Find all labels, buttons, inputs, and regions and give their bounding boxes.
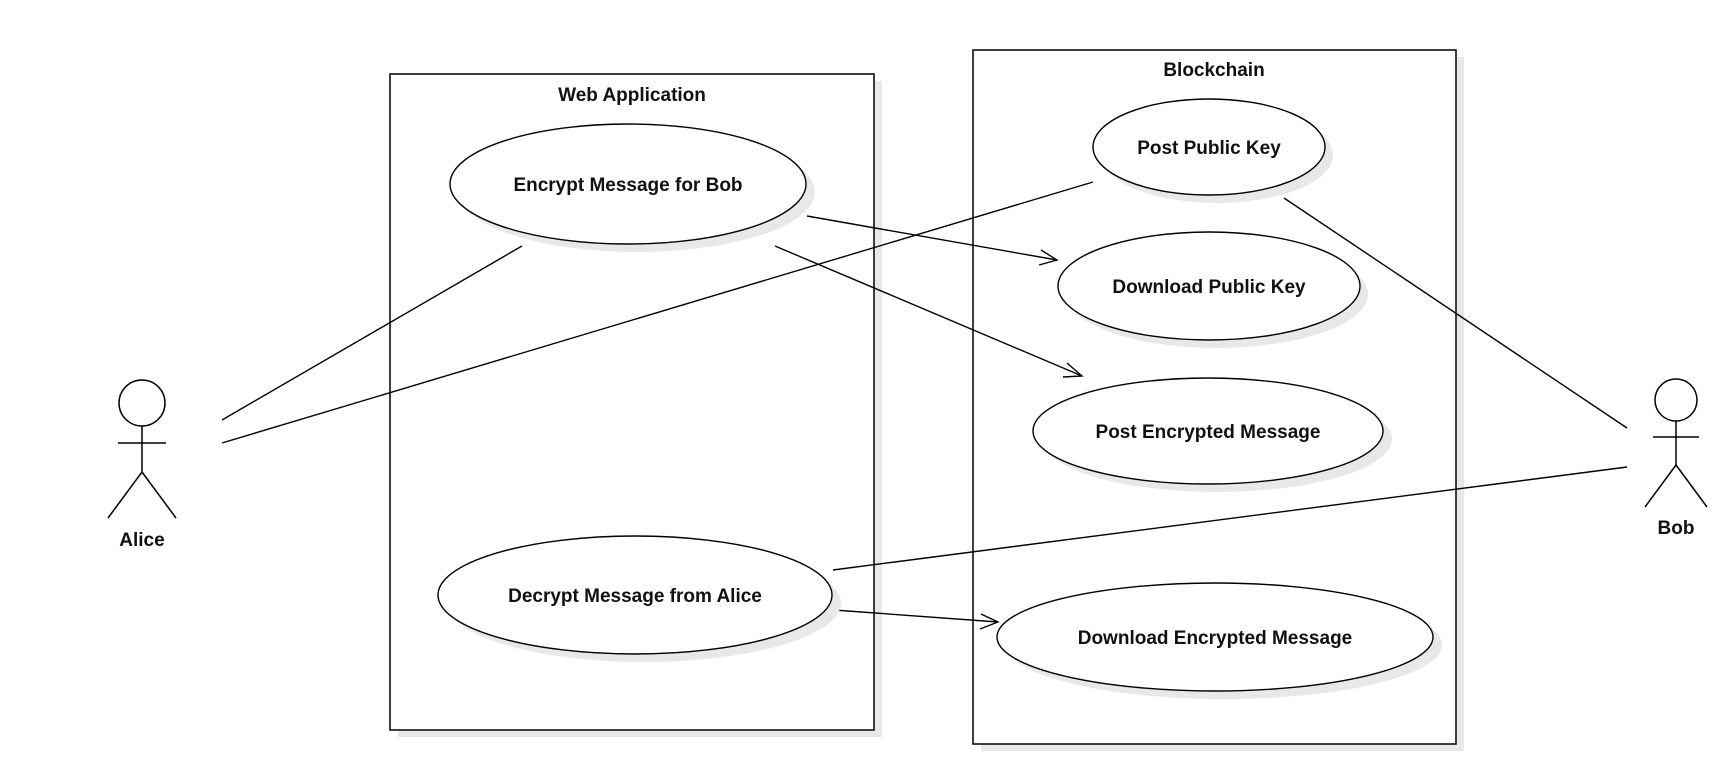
blockchain-title: Blockchain: [1163, 60, 1264, 81]
association-alice-encrypt: [221, 245, 523, 421]
stick-figure-icon: [1644, 378, 1708, 508]
use-case-post-encrypted-message: Post Encrypted Message: [1032, 377, 1392, 492]
use-case-post-public-key: Post Public Key: [1092, 98, 1333, 203]
use-case-encrypt-message: Encrypt Message for Bob: [449, 123, 815, 252]
arrow-encrypt-to-download-key: [806, 215, 1059, 266]
actor-bob-label: Bob: [1658, 518, 1695, 539]
use-case-download-message-label: Download Encrypted Message: [1078, 628, 1353, 649]
actor-alice: Alice: [107, 379, 177, 551]
use-case-decrypt-message: Decrypt Message from Alice: [437, 535, 841, 662]
association-bob-decrypt: [832, 466, 1628, 571]
stick-figure-icon: [107, 379, 177, 519]
arrow-decrypt-to-download-message: [833, 609, 1000, 630]
use-case-post-message-label: Post Encrypted Message: [1096, 422, 1321, 443]
use-case-download-encrypted-message: Download Encrypted Message: [996, 582, 1442, 699]
use-case-decrypt-label: Decrypt Message from Alice: [508, 586, 762, 607]
use-case-download-key-label: Download Public Key: [1112, 277, 1306, 298]
association-bob-post-key: [1283, 197, 1628, 429]
actor-bob: Bob: [1644, 378, 1708, 539]
use-case-post-key-label: Post Public Key: [1137, 138, 1281, 159]
use-case-download-public-key: Download Public Key: [1057, 231, 1368, 348]
actor-alice-label: Alice: [119, 530, 164, 551]
arrow-encrypt-to-post-message: [774, 245, 1084, 378]
use-case-encrypt-label: Encrypt Message for Bob: [513, 175, 742, 196]
association-alice-post-key: [221, 181, 1094, 444]
web-application-title: Web Application: [558, 85, 706, 106]
